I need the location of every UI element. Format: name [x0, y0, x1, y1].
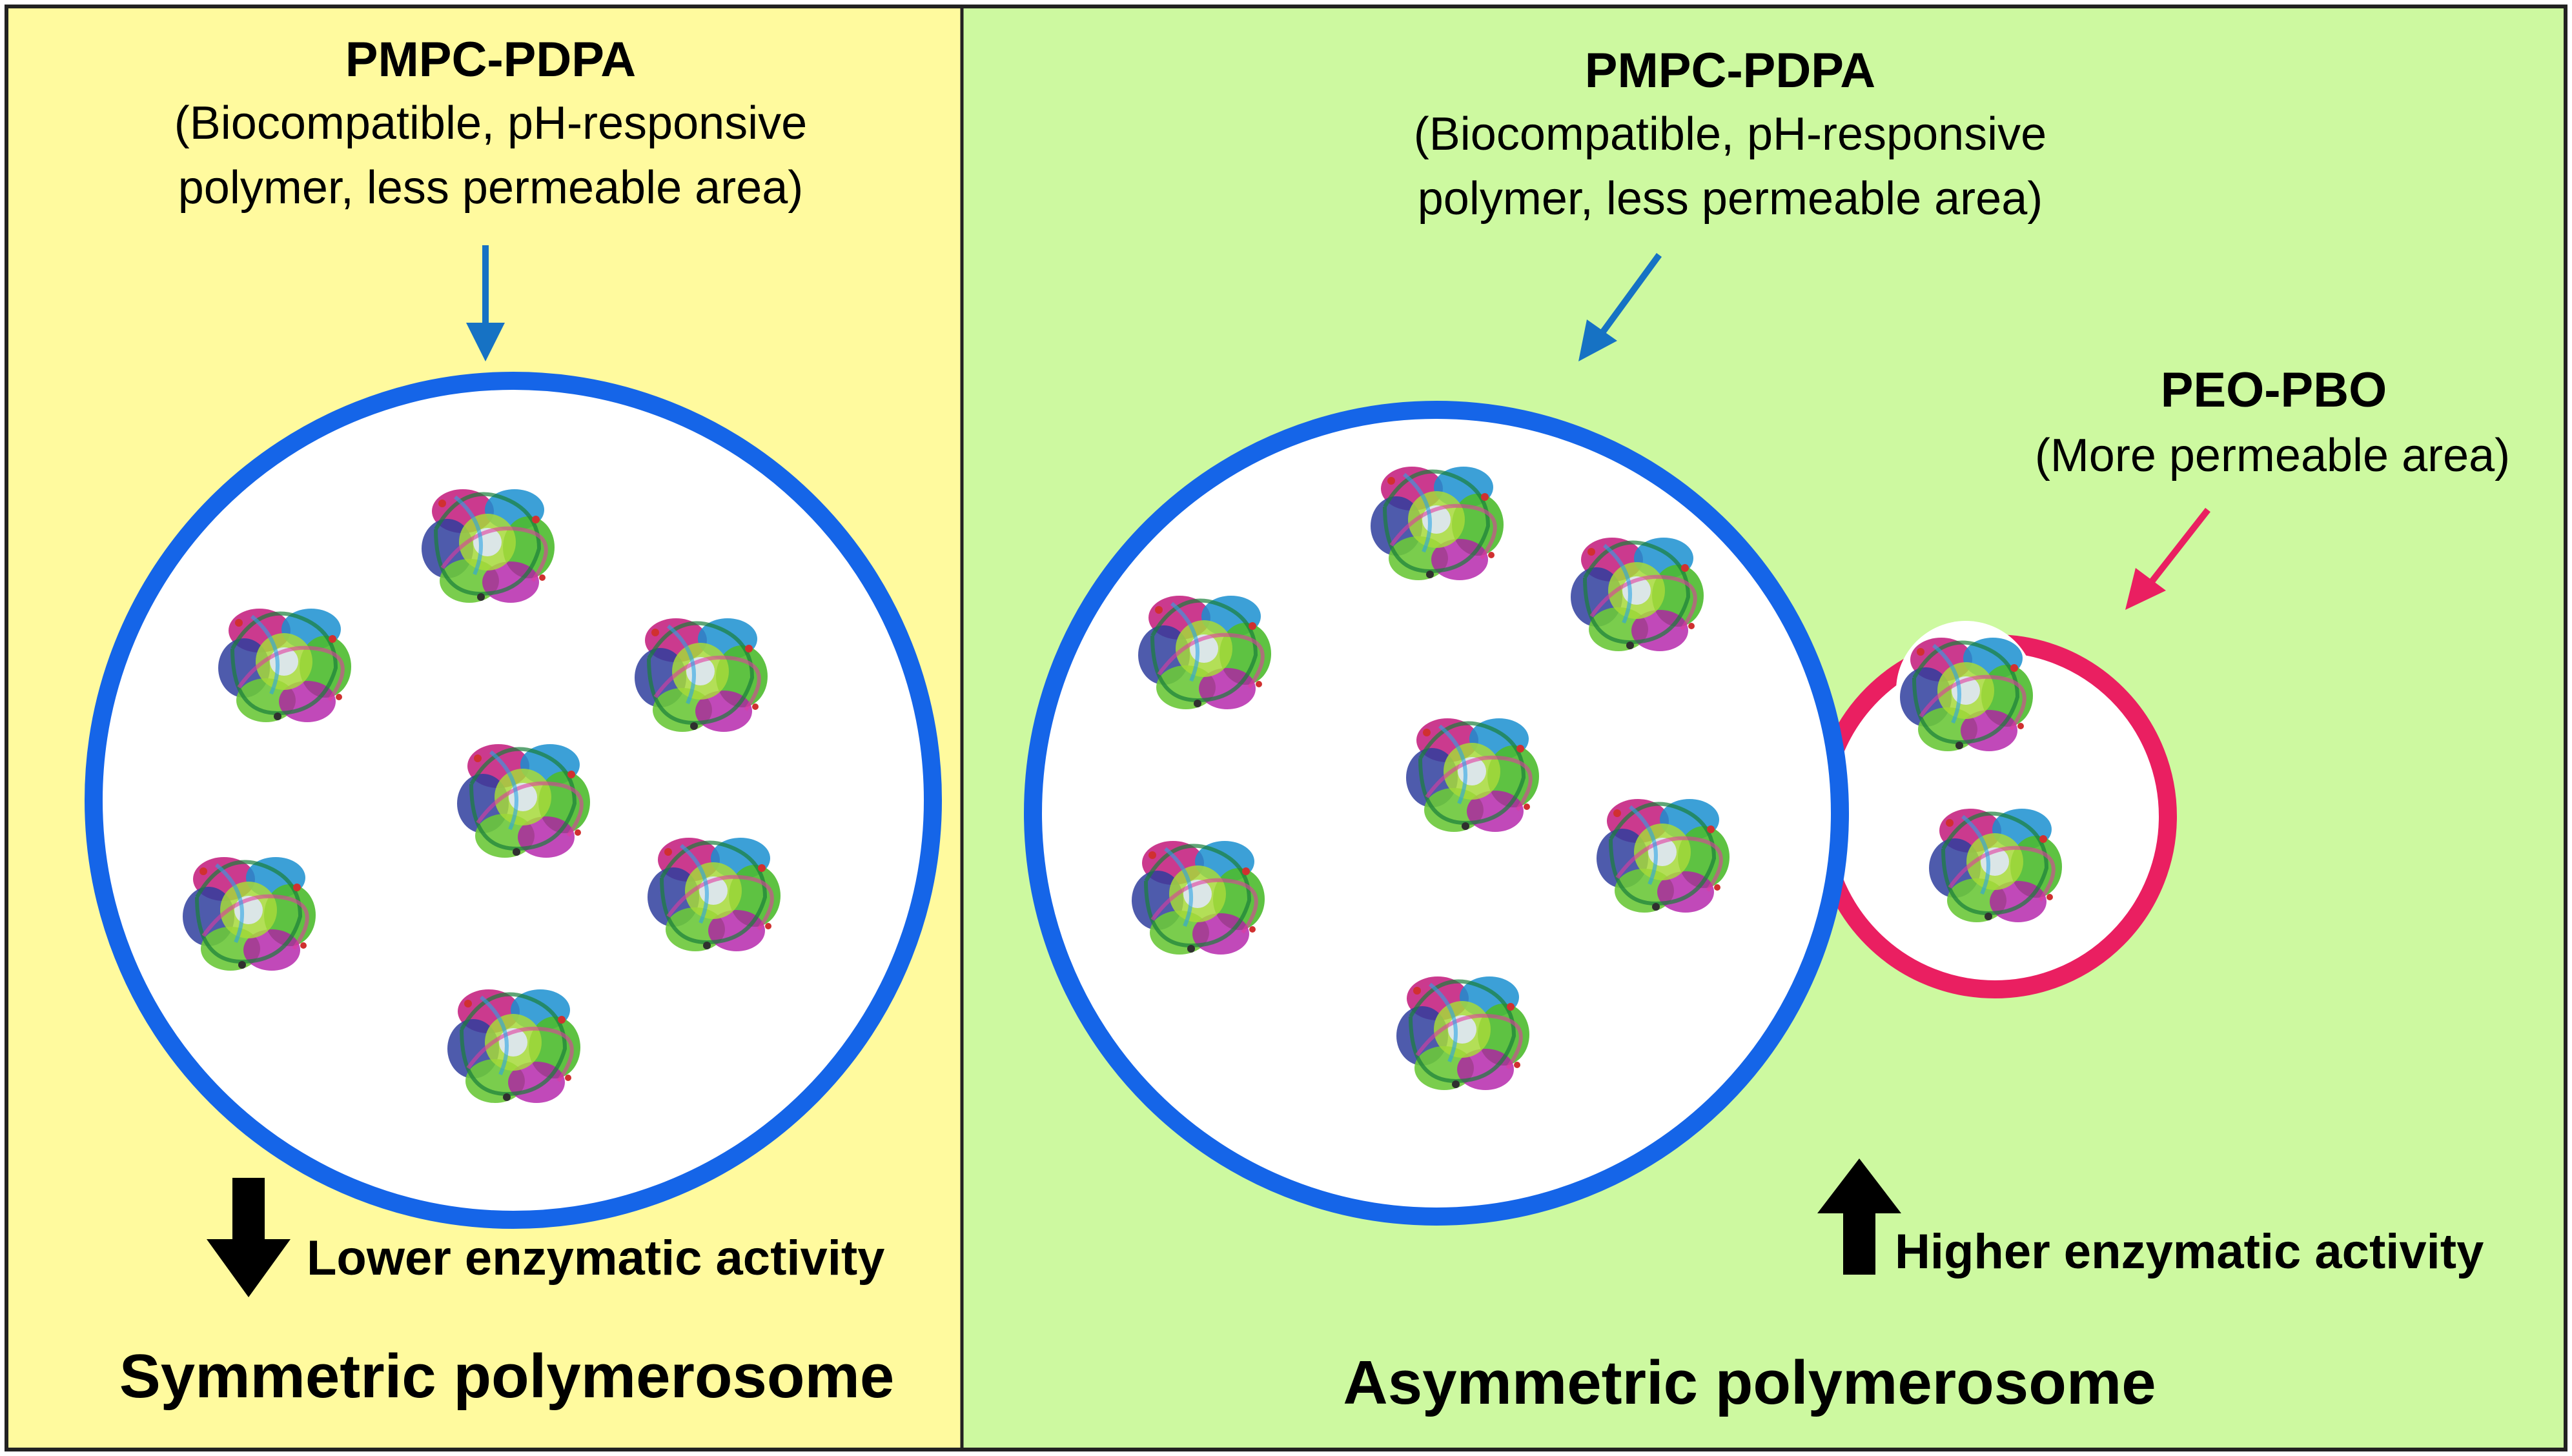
enzyme-icon — [1393, 960, 1532, 1099]
enzyme-icon — [1896, 621, 2036, 760]
left-label-line1: (Biocompatible, pH-responsive — [174, 97, 807, 149]
left-label-line2: polymer, less permeable area) — [178, 162, 803, 214]
right-caption: Asymmetric polymerosome — [1343, 1348, 2156, 1417]
right-label-line1: (Biocompatible, pH-responsive — [1414, 108, 2046, 160]
enzyme-icon — [214, 592, 354, 731]
enzyme-icon — [1402, 702, 1542, 841]
peo-pbo-label-title: PEO-PBO — [2161, 363, 2387, 418]
enzyme-icon — [1593, 782, 1732, 922]
peo-pbo-pointer-arrow — [2125, 507, 2210, 610]
enzyme-icon — [1925, 792, 2065, 931]
left-label-title: PMPC-PDPA — [345, 32, 636, 87]
enzyme-icon — [179, 840, 318, 980]
right-label-title: PMPC-PDPA — [1585, 43, 1875, 98]
enzyme-icon — [418, 472, 557, 612]
enzyme-icon — [453, 727, 593, 867]
enzyme-icon — [444, 973, 583, 1112]
left-caption: Symmetric polymerosome — [119, 1342, 894, 1411]
peo-pbo-label-line1: (More permeable area) — [2035, 430, 2510, 481]
enzyme-icon — [1367, 450, 1506, 589]
up-block-arrow-icon — [1817, 1158, 1901, 1275]
enzyme-icon — [1134, 579, 1274, 718]
enzyme-icon — [1567, 521, 1706, 660]
right-pointer-arrow — [1578, 253, 1662, 361]
down-block-arrow-icon — [207, 1178, 291, 1297]
enzyme-icon — [631, 602, 770, 741]
right-activity-text: Higher enzymatic activity — [1895, 1224, 2484, 1279]
left-activity-text: Lower enzymatic activity — [307, 1231, 884, 1286]
enzyme-icon — [1128, 824, 1267, 964]
enzyme-icon — [644, 821, 783, 960]
left-pointer-arrow — [466, 245, 505, 361]
outer-border — [5, 5, 2567, 1451]
right-label-line2: polymer, less permeable area) — [1418, 173, 2043, 225]
